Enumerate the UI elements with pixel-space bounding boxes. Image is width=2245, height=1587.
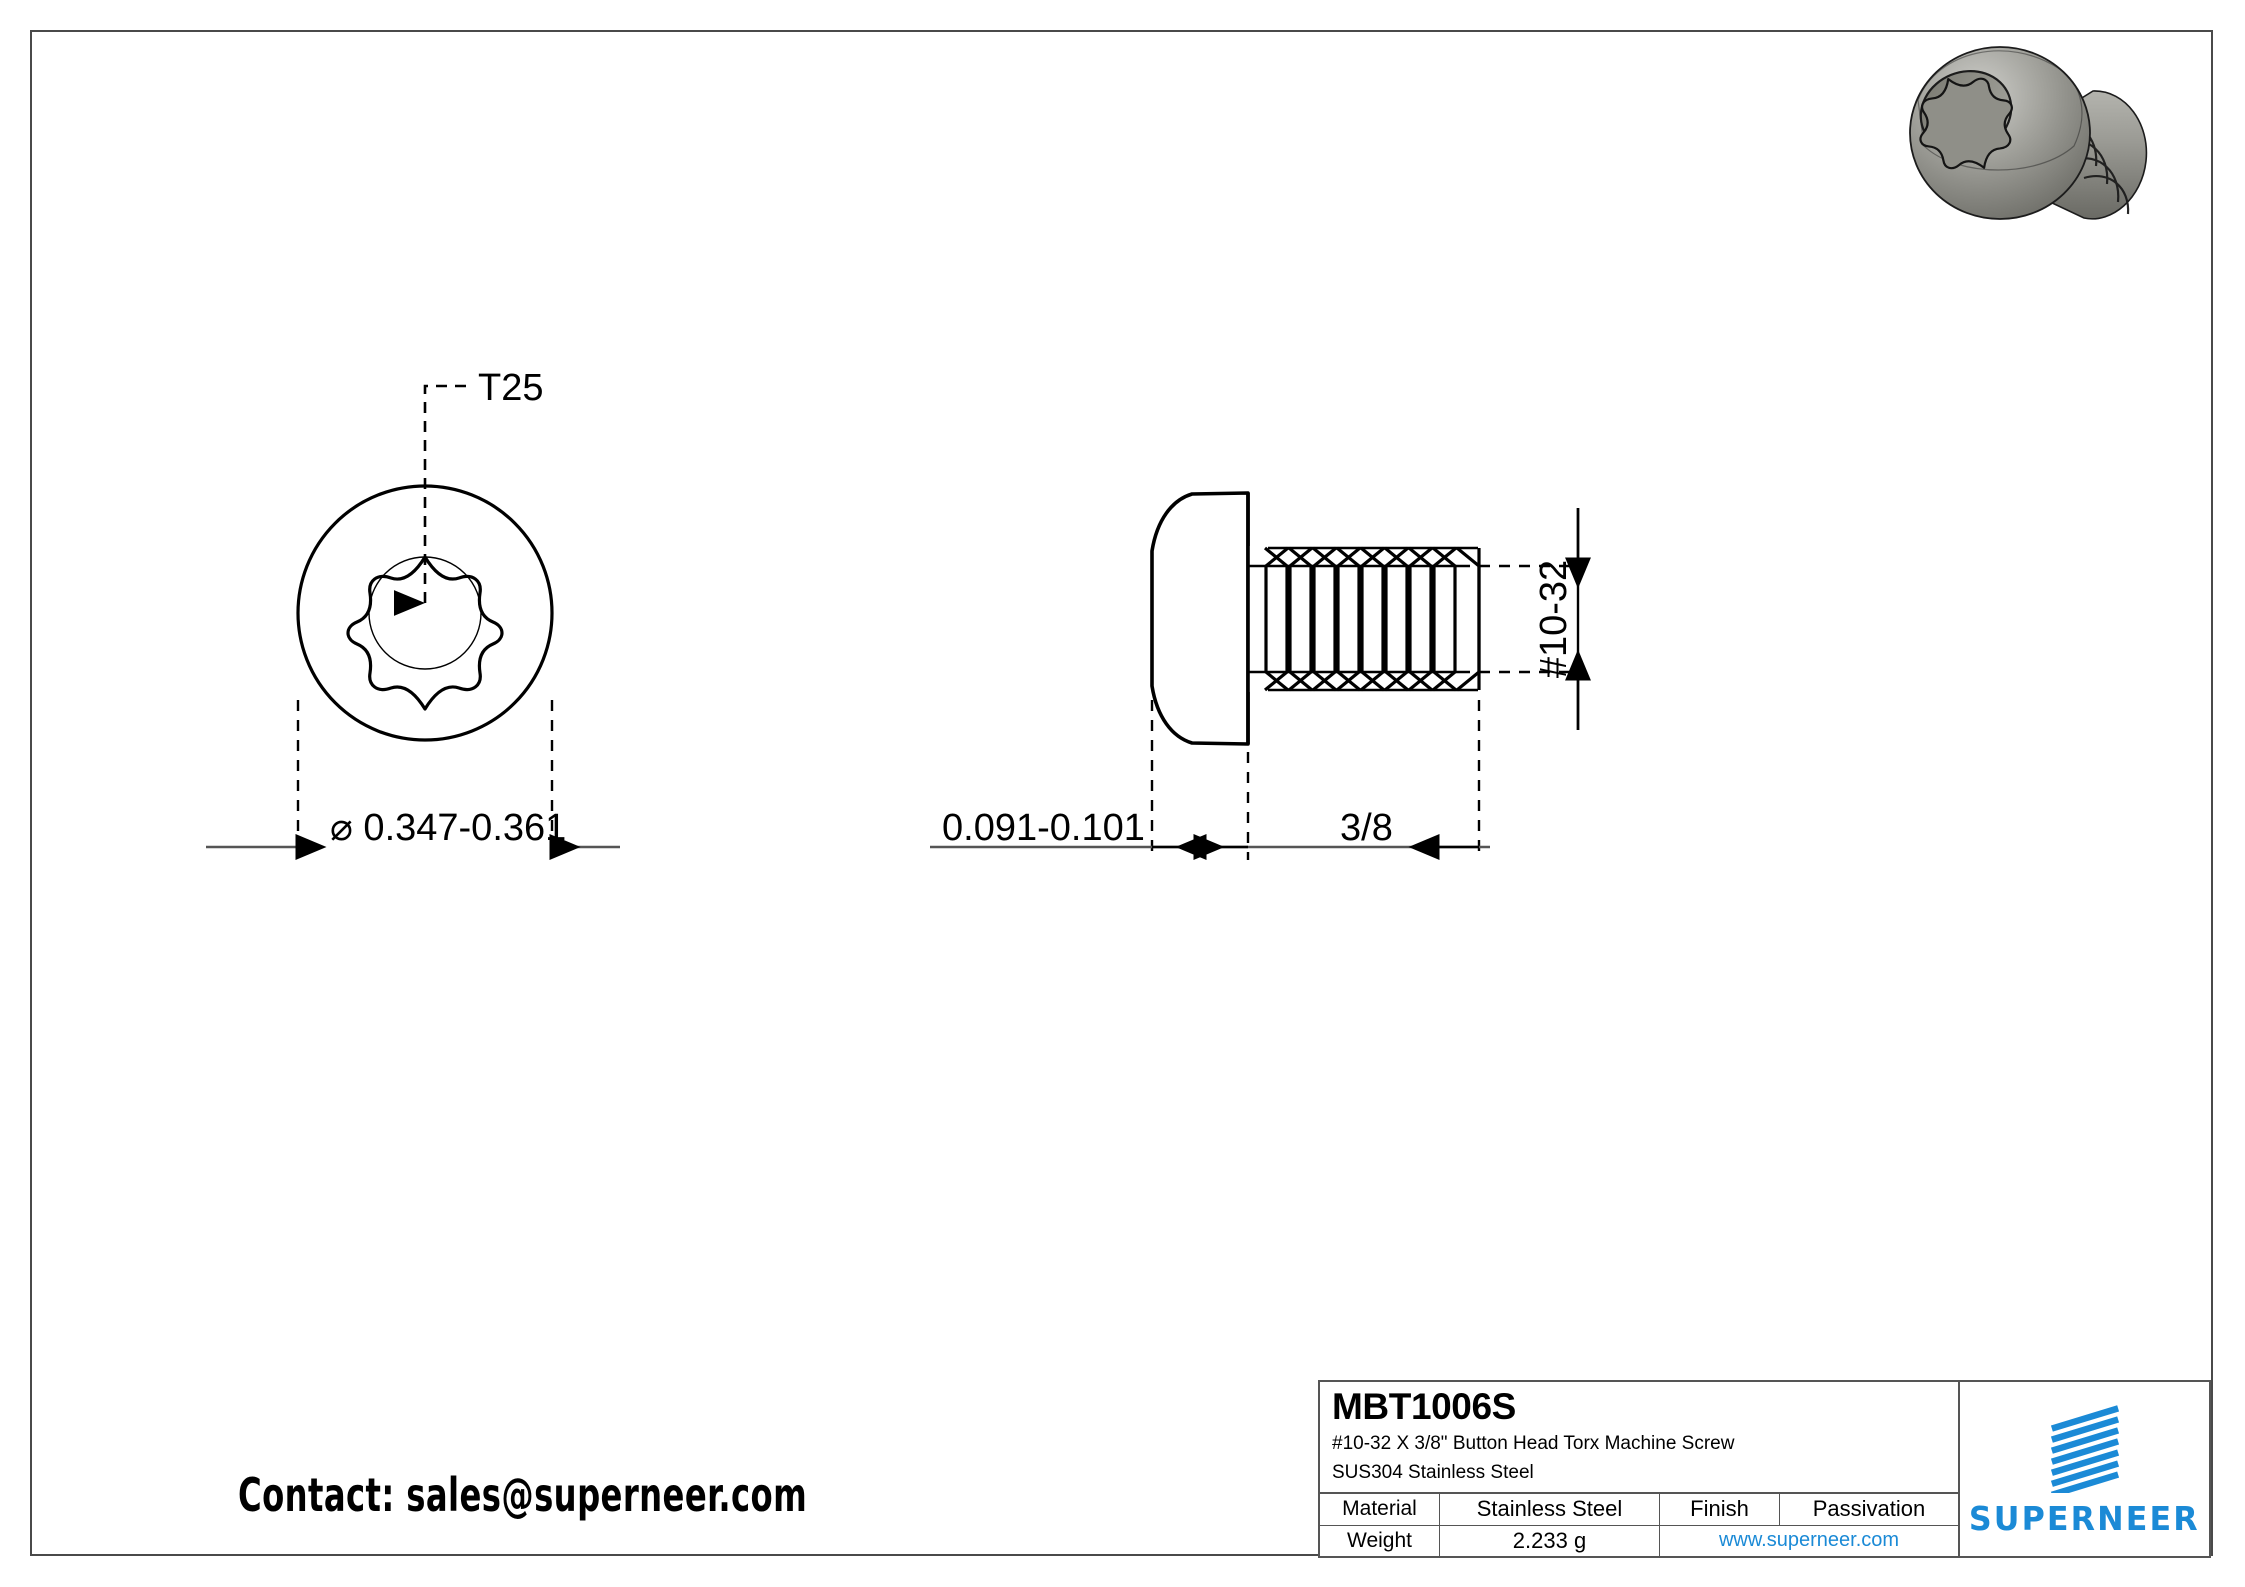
spec-row-material: Material Stainless Steel Finish Passivat… (1320, 1494, 1958, 1526)
material-label: Material (1320, 1494, 1440, 1525)
torx-star-profile (346, 555, 504, 711)
head-height-dim-text: 0.091-0.101 (942, 807, 1145, 849)
part-number: MBT1006S (1332, 1386, 1516, 1427)
part-description-line2: SUS304 Stainless Steel (1332, 1461, 1534, 1483)
button-head-profile (1150, 491, 1250, 746)
finish-value: Passivation (1812, 1496, 1926, 1522)
part-description-line1: #10-32 X 3/8" Button Head Torx Machine S… (1332, 1432, 1735, 1454)
brand-wordmark: SUPERNEER (1969, 1498, 2200, 1538)
superneer-logo-icon (2050, 1404, 2119, 1493)
top-view (206, 384, 620, 860)
thread-length-dim-text: 3/8 (1340, 807, 1393, 849)
thread-size-dim-text: #10-32 (1533, 560, 1575, 678)
material-value: Stainless Steel (1440, 1494, 1660, 1525)
drive-callout-leader (393, 384, 470, 616)
brand-panel: SUPERNEER (1960, 1382, 2209, 1556)
spec-table: Material Stainless Steel Finish Passivat… (1320, 1494, 1958, 1556)
drive-callout-text: T25 (478, 367, 543, 409)
sheet-border (30, 30, 2213, 1556)
weight-value: 2.233 g (1440, 1525, 1660, 1556)
title-block-header: MBT1006S #10-32 X 3/8" Button Head Torx … (1320, 1382, 1958, 1494)
spec-row-weight: Weight 2.233 g www.superneer.com (1320, 1525, 1958, 1556)
torx-socket-3d (1919, 77, 2013, 170)
thread-turns (1263, 546, 1481, 692)
side-view-dimensions (930, 508, 1591, 860)
shank-body (1248, 546, 1480, 692)
contact-text: Contact: sales@superneer.com (238, 1468, 808, 1522)
screw-3d-head (1909, 46, 2091, 220)
weight-label: Weight (1320, 1525, 1440, 1556)
side-view (1150, 491, 1481, 746)
product-3d-render (1909, 46, 2148, 220)
website-link[interactable]: www.superneer.com (1718, 1529, 1900, 1552)
diameter-dim-text: ⌀ 0.347-0.361 (330, 807, 566, 849)
title-block-left: MBT1006S #10-32 X 3/8" Button Head Torx … (1320, 1382, 1960, 1556)
title-block: MBT1006S #10-32 X 3/8" Button Head Torx … (1318, 1380, 2211, 1558)
finish-label: Finish (1660, 1494, 1780, 1525)
